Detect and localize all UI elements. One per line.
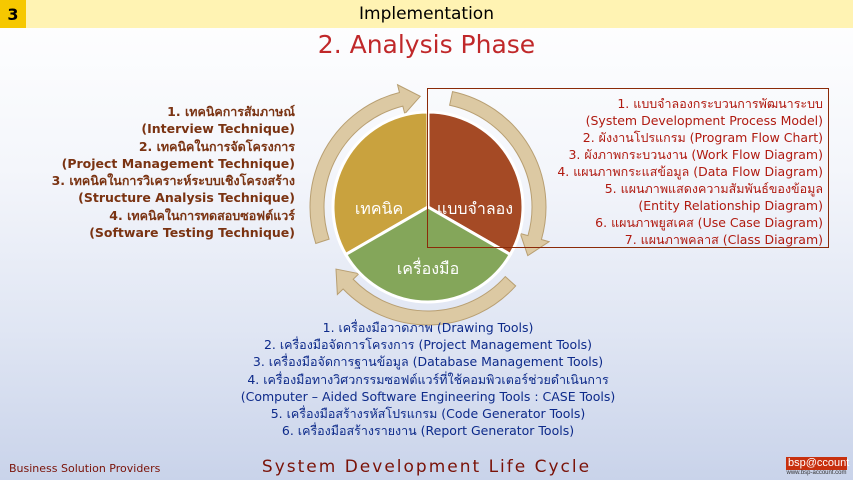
model-list: 1. แบบจำลองกระบวนการพัฒนาระบบ (System De… — [557, 95, 823, 248]
segment-technique — [331, 110, 430, 257]
model-line: (System Development Process Model) — [585, 113, 823, 128]
segment-tools — [343, 205, 513, 304]
technique-line: (Software Testing Technique) — [89, 225, 295, 241]
model-line: 2. ผังงานโปรแกรม (Program Flow Chart) — [582, 130, 823, 145]
tools-line: 5. เครื่องมือสร้างรหัสโปรแกรม (Code Gene… — [270, 406, 586, 422]
header-title: Implementation — [359, 4, 494, 24]
footer-title: System Development Life Cycle — [261, 457, 592, 477]
header-bar — [0, 0, 853, 28]
model-line: 3. ผังภาพกระบวนงาน (Work Flow Diagram) — [568, 147, 823, 162]
model-line: 6. แผนภาพยูสเคส (Use Case Diagram) — [595, 215, 823, 230]
model-line: 1. แบบจำลองกระบวนการพัฒนาระบบ — [617, 96, 823, 111]
technique-line: 2. เทคนิคในการจัดโครงการ — [138, 138, 295, 154]
cycle-segments — [331, 110, 525, 304]
technique-line: 4. เทคนิคในการทดสอบซอฟต์แวร์ — [109, 207, 295, 223]
segment-label-model: แบบจำลอง — [437, 199, 513, 218]
arrow-tools-to-technique — [335, 268, 517, 326]
technique-line: (Project Management Technique) — [61, 155, 295, 171]
logo-text: bsp@ccount — [786, 457, 850, 470]
bsp-logo: bsp@ccount www.bsp-account.com — [786, 457, 850, 476]
technique-line: (Structure Analysis Technique) — [78, 190, 295, 206]
tools-line: 6. เครื่องมือสร้างรายงาน (Report Generat… — [281, 423, 575, 439]
technique-line: 3. เทคนิคในการวิเคราะห์ระบบเชิงโครงสร้าง — [51, 173, 295, 189]
tools-line: 2. เครื่องมือจัดการโครงการ (Project Mana… — [263, 337, 593, 353]
cycle-arrows — [309, 83, 551, 326]
slide-number: 3 — [0, 0, 26, 28]
tools-line: 3. เครื่องมือจัดการฐานข้อมูล (Database M… — [252, 354, 604, 370]
company-name: Business Solution Providers — [9, 462, 161, 475]
segment-label-technique: เทคนิค — [355, 199, 403, 218]
arrow-model-to-tools — [449, 90, 551, 257]
technique-list: 1. เทคนิคการสัมภาษณ์ (Interview Techniqu… — [52, 103, 295, 241]
logo-url: www.bsp-account.com — [786, 470, 847, 476]
arrow-technique-to-model — [309, 83, 422, 245]
model-line: (Entity Relationship Diagram) — [638, 198, 823, 213]
segment-label-tools: เครื่องมือ — [397, 257, 459, 278]
technique-line: (Interview Technique) — [141, 121, 295, 137]
technique-line: 1. เทคนิคการสัมภาษณ์ — [167, 104, 295, 119]
tools-list: 1. เครื่องมือวาดภาพ (Drawing Tools) 2. เ… — [228, 319, 628, 439]
model-line: 5. แผนภาพแสดงความสัมพันธ์ของข้อมูล — [604, 181, 823, 196]
model-line: 7. แผนภาพคลาส (Class Diagram) — [624, 232, 823, 247]
tools-line: 4. เครื่องมือทางวิศวกรรมซอฟต์แวร์ที่ใช้ค… — [247, 371, 609, 387]
model-box — [427, 88, 829, 248]
segment-model — [426, 110, 525, 257]
tools-line: 1. เครื่องมือวาดภาพ (Drawing Tools) — [322, 320, 534, 335]
page-title: 2. Analysis Phase — [317, 30, 536, 59]
model-line: 4. แผนภาพกระแสข้อมูล (Data Flow Diagram) — [557, 164, 823, 179]
tools-line: (Computer – Aided Software Engineering T… — [240, 388, 616, 404]
